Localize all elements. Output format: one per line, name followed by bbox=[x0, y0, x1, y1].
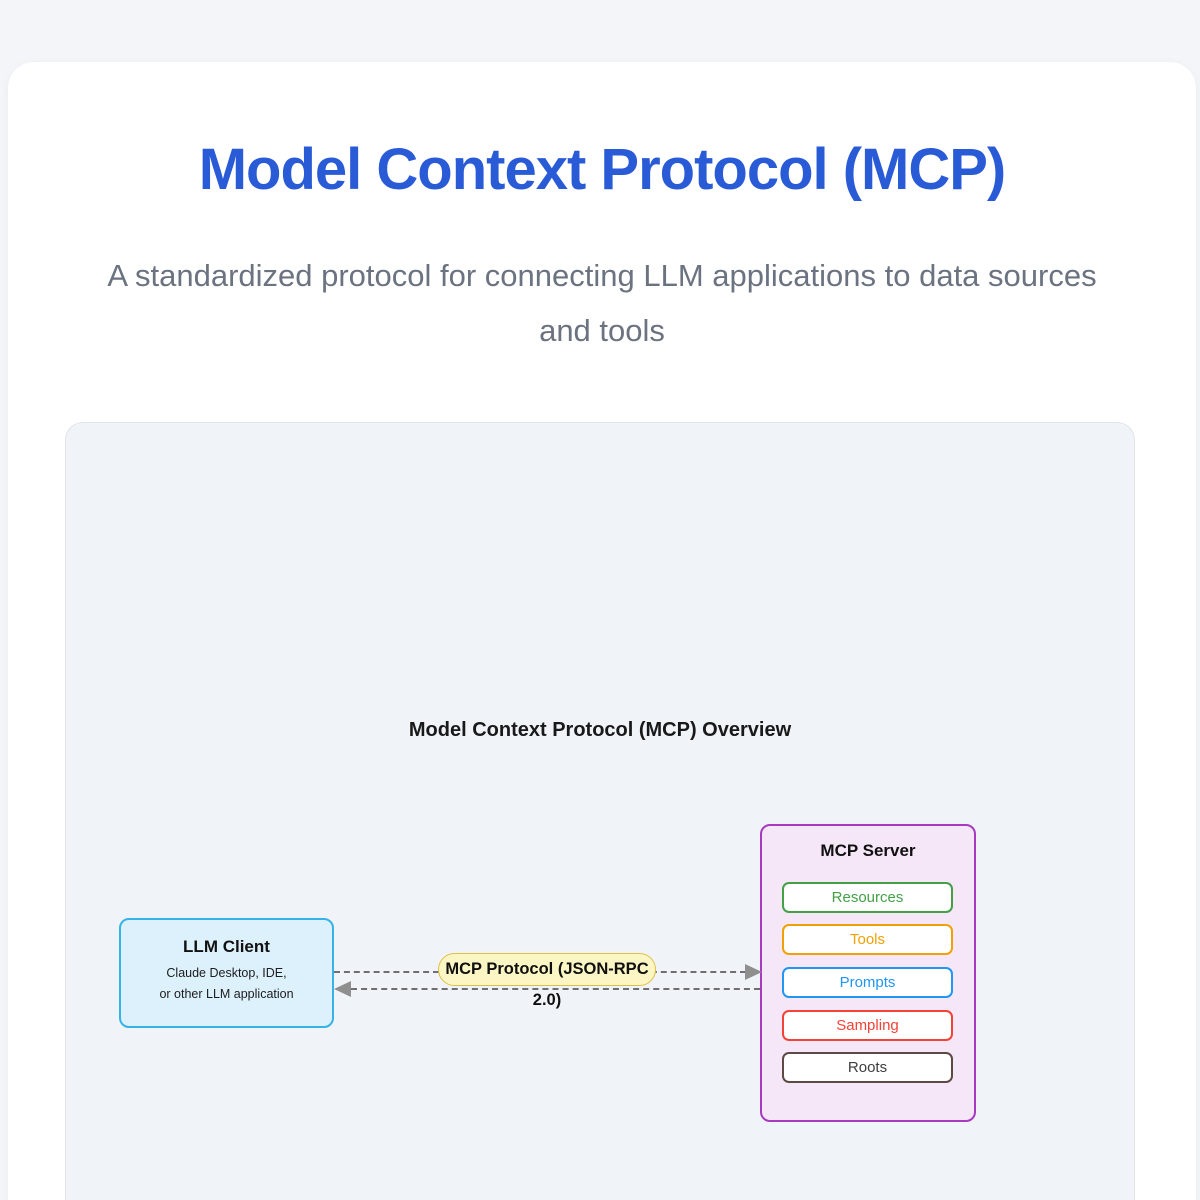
content-card: Model Context Protocol (MCP) A standardi… bbox=[8, 62, 1196, 1200]
server-item-resources: Resources bbox=[782, 882, 953, 913]
mcp-server-title: MCP Server bbox=[820, 841, 916, 860]
arrowhead-right-icon bbox=[745, 964, 762, 980]
server-item-roots: Roots bbox=[782, 1052, 953, 1083]
arrow-server-to-client bbox=[351, 988, 760, 990]
server-item-tools: Tools bbox=[782, 924, 953, 955]
diagram-title: Model Context Protocol (MCP) Overview bbox=[408, 719, 792, 741]
llm-client-node: LLM Client Claude Desktop, IDE, or other… bbox=[119, 918, 334, 1028]
server-item-prompts: Prompts bbox=[782, 967, 953, 998]
llm-client-description-line1: Claude Desktop, IDE, bbox=[166, 966, 287, 980]
llm-client-description-line2: or other LLM application bbox=[159, 987, 294, 1001]
arrowhead-left-icon bbox=[334, 981, 351, 997]
llm-client-title: LLM Client bbox=[183, 937, 270, 956]
page-subtitle: A standardized protocol for connecting L… bbox=[107, 258, 1097, 348]
server-item-sampling: Sampling bbox=[782, 1010, 953, 1041]
page-title: Model Context Protocol (MCP) bbox=[198, 137, 1007, 202]
diagram-panel: Model Context Protocol (MCP) Overview LL… bbox=[65, 422, 1135, 1200]
protocol-label: MCP Protocol (JSON-RPC 2.0) bbox=[438, 953, 656, 1009]
mcp-server-node: MCP Server Resources Tools Prompts Sampl… bbox=[760, 824, 976, 1122]
